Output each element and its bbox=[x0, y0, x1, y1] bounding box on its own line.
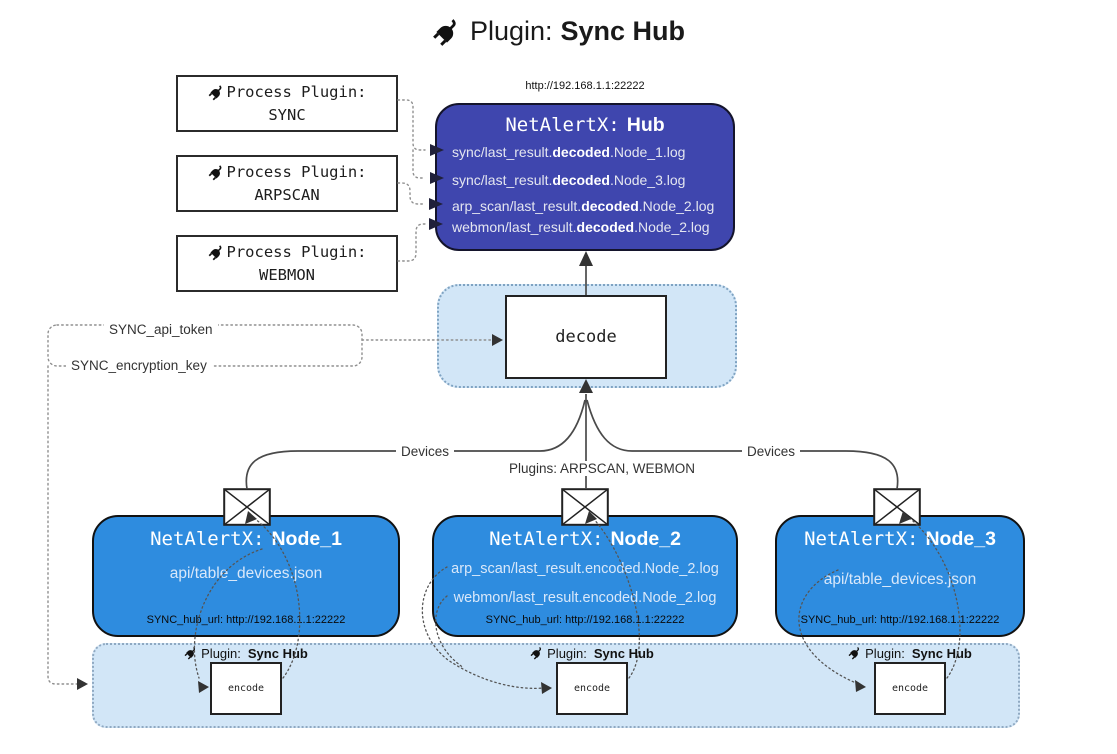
hub-title: NetAlertX: Hub bbox=[437, 114, 733, 137]
log-bold: decoded bbox=[552, 172, 610, 188]
node-file-line: api/table_devices.json bbox=[823, 571, 977, 588]
log-post: .Node_1.log bbox=[609, 144, 686, 160]
hub-log-row: webmon/last_result.decoded.Node_2.log bbox=[452, 219, 732, 237]
node-file-line: arp_scan/last_result.encoded.Node_2.log bbox=[451, 561, 719, 577]
edge-webmon-to-hub bbox=[397, 223, 426, 262]
hub-log-row: sync/last_result.decoded.Node_1.log bbox=[452, 144, 732, 162]
bar-plugin-label: Plugin: Sync Hub bbox=[166, 644, 326, 662]
sync-api-token-label: SYNC_api_token bbox=[104, 322, 218, 337]
node-file-line: webmon/last_result.encoded.Node_2.log bbox=[453, 590, 717, 606]
hub-log-row: arp_scan/last_result.decoded.Node_2.log bbox=[452, 198, 732, 216]
log-bold: decoded bbox=[581, 198, 639, 214]
page-title: Plugin: Sync Hub bbox=[0, 16, 1117, 47]
arrowhead-up bbox=[579, 251, 593, 266]
log-post: .Node_2.log bbox=[638, 198, 715, 214]
bar-plugin-label: Plugin: Sync Hub bbox=[830, 644, 990, 662]
arrowhead-right bbox=[77, 678, 88, 690]
process-plugin-label: Process Plugin: bbox=[226, 243, 367, 262]
process-plugin-label: Process Plugin: bbox=[226, 163, 367, 182]
process-plugin-name: WEBMON bbox=[259, 265, 315, 284]
node-box-node2: NetAlertX: Node_2 arp_scan/last_result.en… bbox=[432, 515, 738, 637]
process-plugin-name: SYNC bbox=[268, 105, 306, 124]
node-hub-url: SYNC_hub_url: http://192.168.1.1:22222 bbox=[146, 614, 346, 626]
node-title: NetAlertX: Node_3 bbox=[777, 528, 1023, 551]
edge-arpscan-to-hub bbox=[397, 182, 426, 205]
encode-box: encode bbox=[874, 662, 946, 715]
node-file-line: api/table_devices.json bbox=[169, 565, 323, 582]
envelope-icon bbox=[561, 488, 609, 526]
decode-box: decode bbox=[505, 295, 667, 379]
edge-sync-to-hub bbox=[397, 99, 426, 151]
bar-plugin-name: Sync Hub bbox=[593, 645, 654, 661]
devices-edge-label-right: Devices bbox=[742, 444, 801, 459]
bar-plugin-name: Sync Hub bbox=[911, 645, 972, 661]
log-bold: decoded bbox=[552, 144, 610, 160]
plug-icon bbox=[184, 647, 196, 660]
process-plugin-box-sync: Process Plugin: SYNC bbox=[176, 75, 398, 132]
node-hub-url: SYNC_hub_url: http://192.168.1.1:22222 bbox=[800, 614, 1000, 626]
bar-plugin-prefix: Plugin: bbox=[201, 645, 241, 661]
encode-box: encode bbox=[556, 662, 628, 715]
bar-plugin-prefix: Plugin: bbox=[865, 645, 905, 661]
encode-box: encode bbox=[210, 662, 282, 715]
bar-plugin-name: Sync Hub bbox=[247, 645, 308, 661]
log-post: .Node_3.log bbox=[609, 172, 686, 188]
process-plugin-label: Process Plugin: bbox=[226, 83, 367, 102]
hub-title-prefix: NetAlertX: bbox=[505, 114, 620, 136]
bar-plugin-label: Plugin: Sync Hub bbox=[512, 644, 672, 662]
process-plugin-box-webmon: Process Plugin: WEBMON bbox=[176, 235, 398, 292]
envelope-icon bbox=[873, 488, 921, 526]
node-hub-url: SYNC_hub_url: http://192.168.1.1:22222 bbox=[485, 614, 685, 626]
node-title: NetAlertX: Node_1 bbox=[94, 528, 398, 551]
log-pre: sync/last_result. bbox=[452, 144, 553, 160]
sync-encryption-key-label: SYNC_encryption_key bbox=[66, 358, 212, 373]
node-title: NetAlertX: Node_2 bbox=[434, 528, 736, 551]
log-pre: webmon/last_result. bbox=[452, 219, 577, 235]
devices-edge-label-left: Devices bbox=[396, 444, 455, 459]
edge-sync-to-hub-2 bbox=[412, 149, 426, 179]
edge-tokens-to-bar bbox=[47, 365, 79, 685]
node-title-prefix: NetAlertX: bbox=[804, 528, 919, 550]
node-title-name: Node_1 bbox=[271, 528, 342, 550]
node-title-name: Node_2 bbox=[610, 528, 681, 550]
process-plugin-name: ARPSCAN bbox=[254, 185, 320, 204]
title-name: Sync Hub bbox=[560, 16, 686, 46]
plug-icon bbox=[848, 647, 860, 660]
plug-icon bbox=[433, 18, 456, 46]
hub-url-label: http://192.168.1.1:22222 bbox=[485, 80, 685, 92]
hub-box: NetAlertX:Hub sync/last_result.decoded.N… bbox=[435, 103, 735, 251]
envelope-icon bbox=[223, 488, 271, 526]
node-title-prefix: NetAlertX: bbox=[489, 528, 604, 550]
plug-icon bbox=[530, 647, 542, 660]
plug-icon bbox=[208, 85, 221, 101]
plug-icon bbox=[208, 245, 221, 261]
plugins-edge-label: Plugins: ARPSCAN, WEBMON bbox=[504, 461, 701, 476]
node-title-name: Node_3 bbox=[925, 528, 996, 550]
log-pre: arp_scan/last_result. bbox=[452, 198, 582, 214]
node-box-node3: NetAlertX:Node_3 api/table_devices.json … bbox=[775, 515, 1025, 637]
log-pre: sync/last_result. bbox=[452, 172, 553, 188]
hub-log-row: sync/last_result.decoded.Node_3.log bbox=[452, 172, 732, 190]
bar-plugin-prefix: Plugin: bbox=[547, 645, 587, 661]
process-plugin-box-arpscan: Process Plugin: ARPSCAN bbox=[176, 155, 398, 212]
hub-title-name: Hub bbox=[626, 114, 665, 136]
node-box-node1: NetAlertX:Node_1 api/table_devices.json … bbox=[92, 515, 400, 637]
log-post: .Node_2.log bbox=[634, 219, 710, 235]
log-bold: decoded bbox=[576, 219, 635, 235]
node-title-prefix: NetAlertX: bbox=[150, 528, 265, 550]
plug-icon bbox=[208, 165, 221, 181]
title-prefix: Plugin: bbox=[469, 16, 553, 46]
